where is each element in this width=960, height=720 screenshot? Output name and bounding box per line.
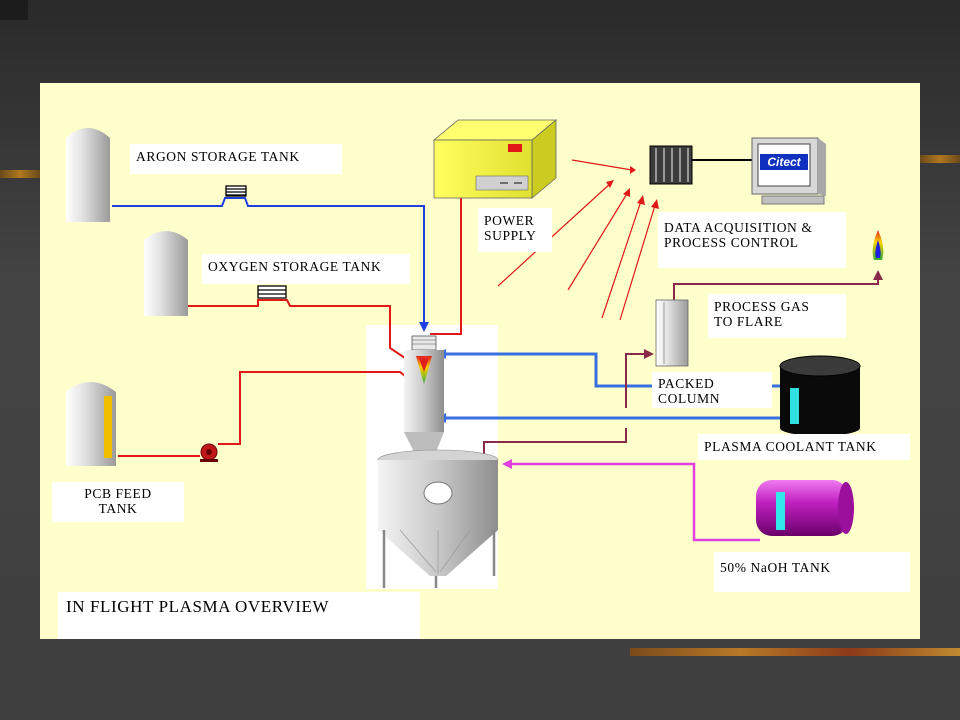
oxygen-tank-icon <box>144 231 188 316</box>
power-supply-icon <box>432 119 558 199</box>
naoh-line <box>502 459 760 542</box>
argon-line <box>112 197 429 332</box>
oxygen-heat-exchanger-icon <box>257 285 287 299</box>
process-gas-label: PROCESS GAS TO FLARE <box>708 294 846 338</box>
right-orange-stripe <box>920 155 960 163</box>
packed-column-label: PACKED COLUMN <box>652 372 772 408</box>
naoh-tank-label: 50% NaOH TANK <box>714 552 910 592</box>
flare-flame-icon <box>872 230 884 260</box>
oxygen-tank-label: OXYGEN STORAGE TANK <box>202 254 410 284</box>
left-orange-stripe <box>0 170 40 178</box>
monitor-logo: Citect <box>767 155 801 169</box>
computer-monitor-icon: Citect <box>751 137 826 205</box>
coolant-drum-icon <box>779 355 861 436</box>
argon-tank-icon <box>66 128 110 222</box>
pcb-feed-tank-label-line2: TANK <box>98 501 138 516</box>
power-supply-label-line2: SUPPLY <box>484 228 537 243</box>
reactor-vessel-icon <box>377 335 499 588</box>
plc-rack-icon <box>649 145 752 185</box>
pcb-feed-tank-icon <box>66 382 116 466</box>
bottom-orange-stripe <box>630 648 960 656</box>
process-gas-label-line1: PROCESS GAS <box>714 299 810 314</box>
pcb-feed-tank-label-line1: PCB FEED <box>84 486 152 501</box>
pump-icon <box>200 443 218 462</box>
coolant-tank-label: PLASMA COOLANT TANK <box>698 434 910 460</box>
process-gas-label-line2: TO FLARE <box>714 314 783 329</box>
diagram-title: IN FLIGHT PLASMA OVERVIEW <box>58 592 420 639</box>
naoh-tank-icon <box>756 480 854 536</box>
packed-column-label-line2: COLUMN <box>658 391 721 406</box>
power-cable <box>430 198 462 335</box>
signal-arrows <box>497 159 659 321</box>
packed-column-label-line1: PACKED <box>658 376 715 391</box>
daq-label-line1: DATA ACQUISITION & <box>664 220 813 235</box>
argon-tank-label: ARGON STORAGE TANK <box>130 144 342 174</box>
argon-heat-exchanger-icon <box>225 185 247 197</box>
daq-label-line2: PROCESS CONTROL <box>664 235 799 250</box>
oxygen-line <box>188 299 409 361</box>
power-supply-label-line1: POWER <box>484 213 535 228</box>
pcb-feed-tank-label: PCB FEED TANK <box>52 482 184 522</box>
top-left-dark-block <box>0 0 28 20</box>
daq-label: DATA ACQUISITION & PROCESS CONTROL <box>658 212 846 268</box>
packed-column-icon <box>655 299 689 367</box>
power-supply-label: POWER SUPPLY <box>478 208 552 252</box>
pcb-feed-line <box>118 371 411 457</box>
process-gas-line <box>483 270 883 460</box>
